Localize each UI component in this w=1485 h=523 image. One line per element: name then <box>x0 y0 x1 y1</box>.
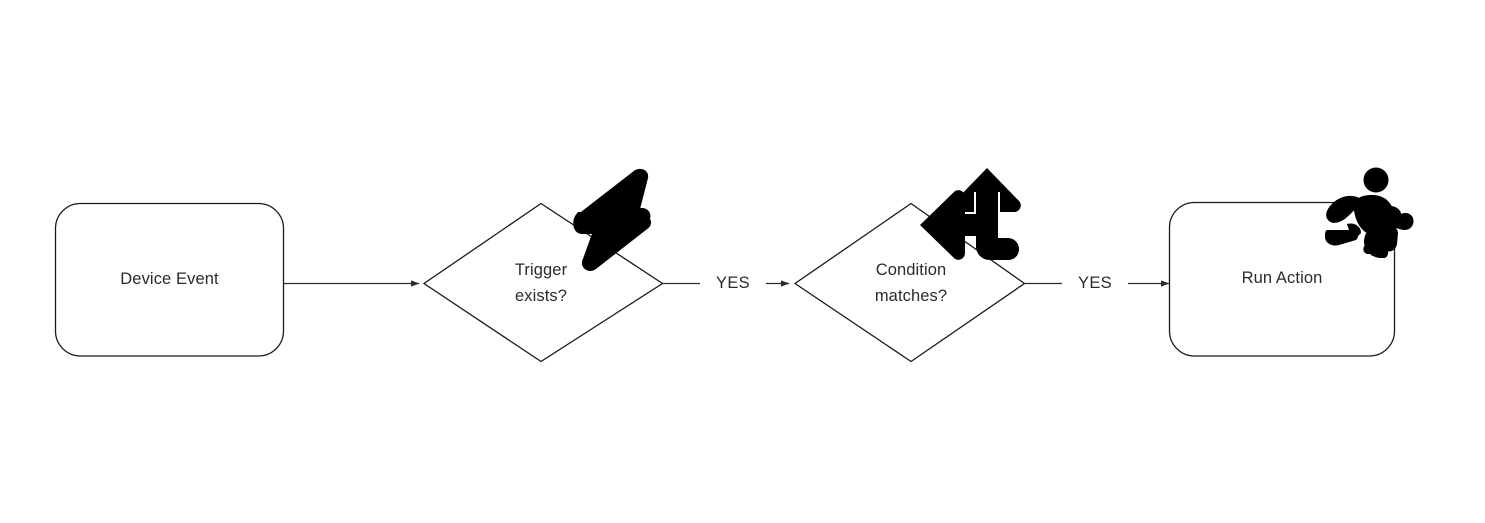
branch-arrowhead-left <box>920 190 965 260</box>
bolt-left-arm <box>573 212 616 234</box>
branch-arrow-icon <box>920 168 1021 260</box>
branch-arrowhead-up <box>953 168 1021 212</box>
run-action-node[interactable] <box>1169 202 1395 356</box>
trigger-exists-node[interactable] <box>424 203 663 362</box>
condition-matches-node[interactable] <box>795 203 1025 362</box>
trigger-exists-shape[interactable] <box>422 202 664 363</box>
runner-leg-back <box>1378 223 1398 252</box>
runner-arm-back <box>1326 195 1361 223</box>
node-trigger-exists[interactable] <box>422 202 664 363</box>
runner-head <box>1363 167 1389 193</box>
runner-motion-streak <box>1325 230 1359 246</box>
node-device-event[interactable] <box>54 202 285 357</box>
branch-stem-vertical <box>976 186 1019 260</box>
device-event-node[interactable] <box>55 203 284 356</box>
device-event-shape[interactable] <box>54 202 285 357</box>
bolt-right-arm <box>610 208 651 223</box>
runner-streak-tip <box>1347 223 1361 238</box>
lightning-bolt-icon <box>573 168 652 272</box>
running-person-icon <box>1325 167 1414 258</box>
runner-arm-front <box>1385 206 1414 230</box>
